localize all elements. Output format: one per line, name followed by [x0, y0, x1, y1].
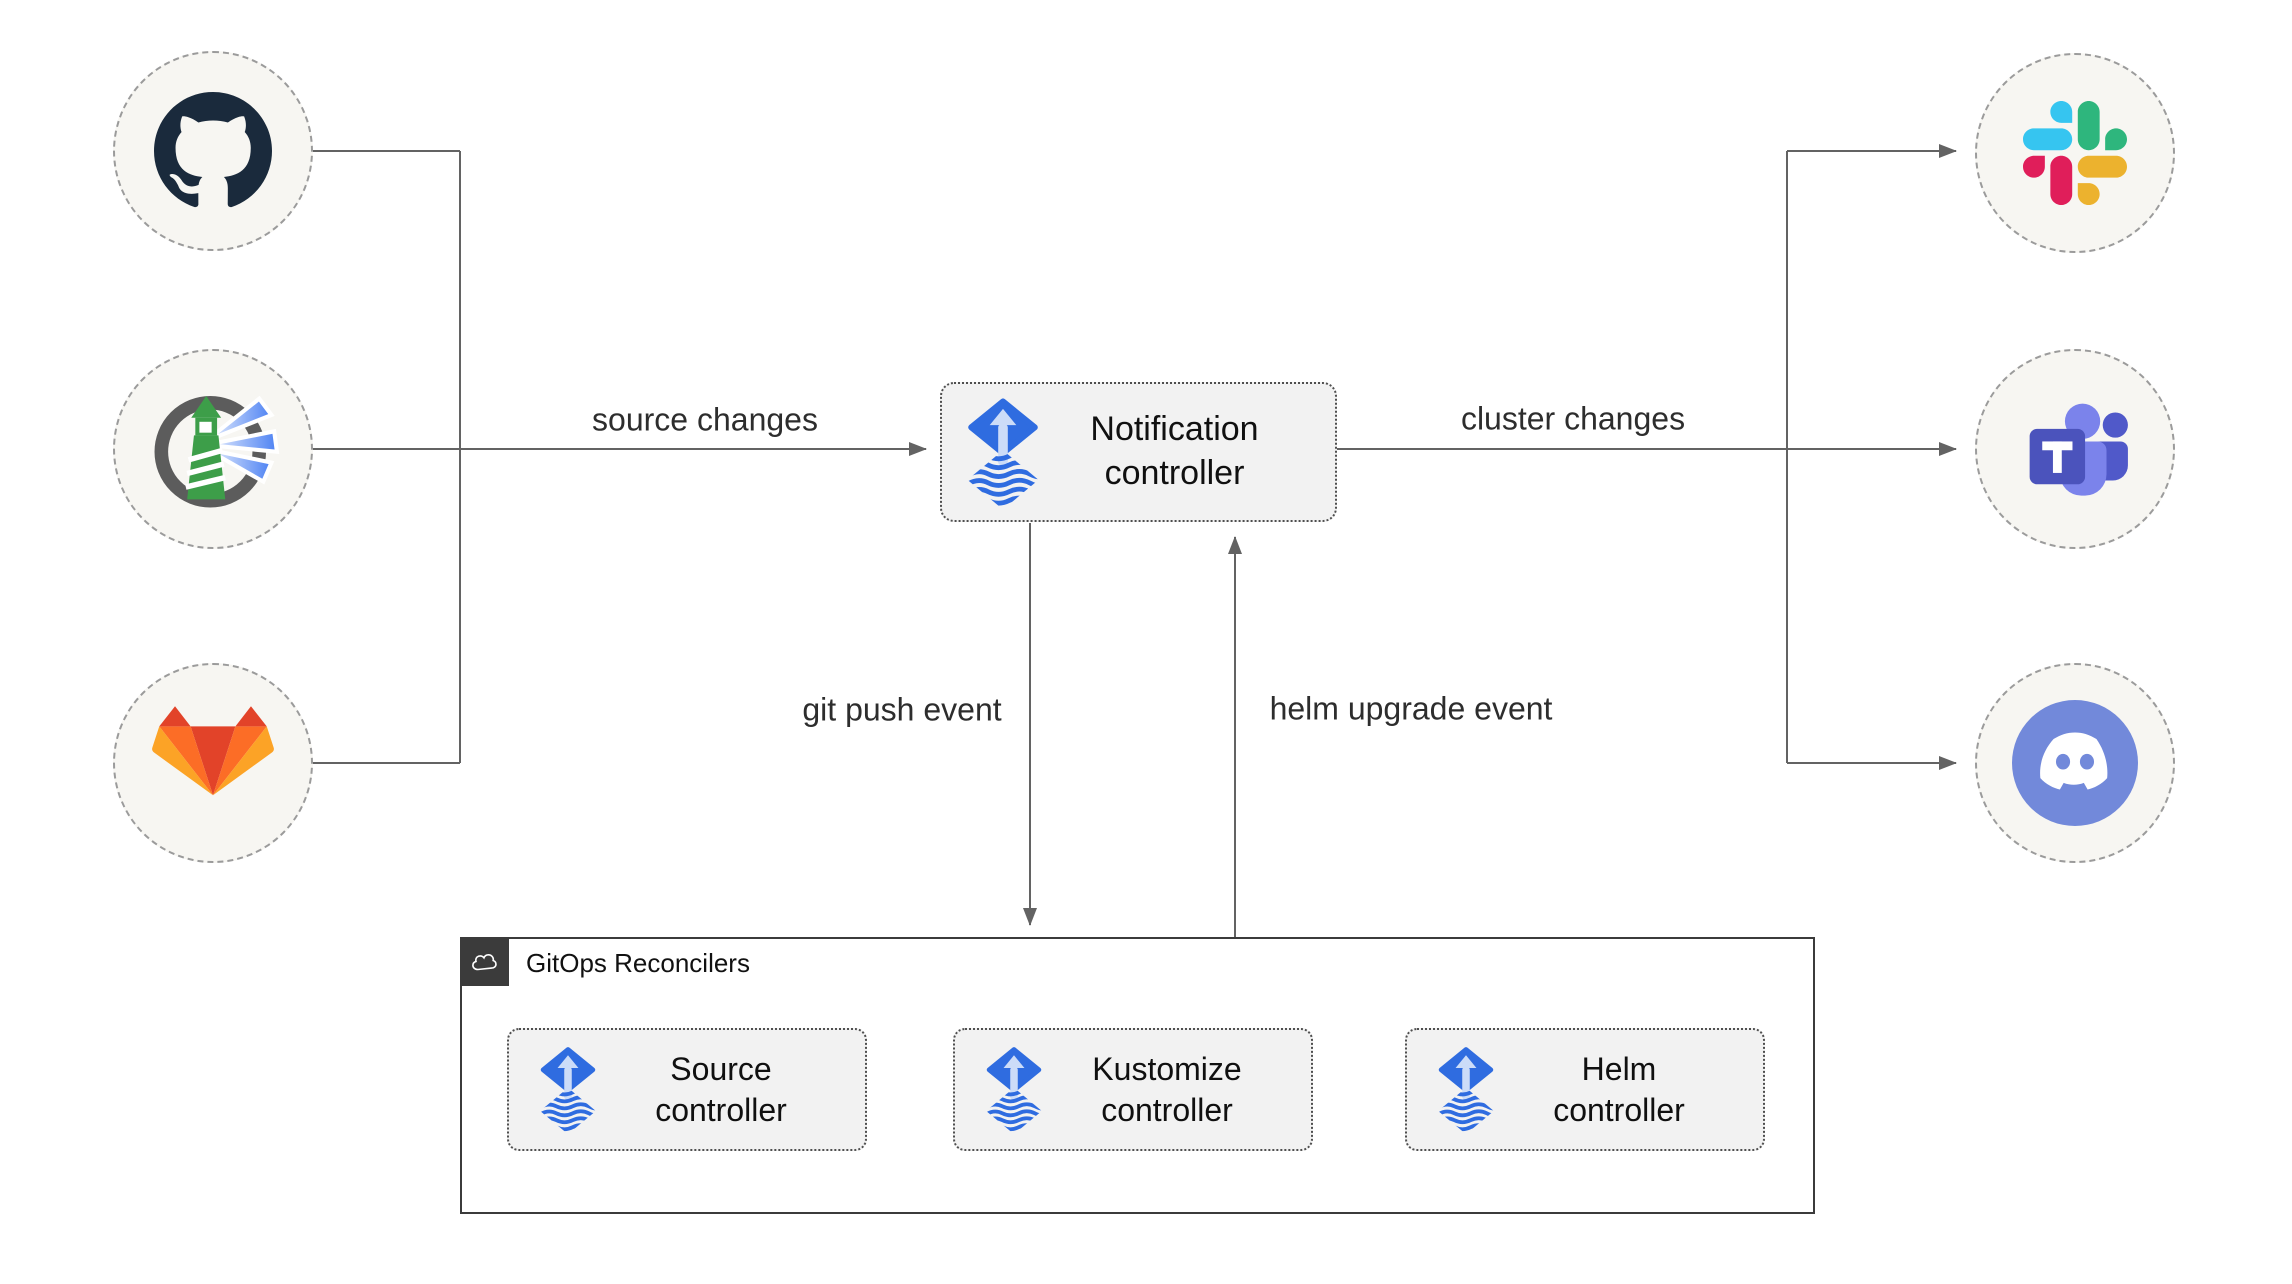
- edge-label-git-push-event: git push event: [796, 691, 1008, 729]
- node-harbor: [113, 349, 313, 549]
- source-controller-label: Source controller: [655, 1050, 787, 1128]
- discord-icon: [2012, 700, 2138, 826]
- flux-icon: [966, 397, 1040, 508]
- node-kustomize-controller: Kustomize controller: [953, 1028, 1313, 1151]
- harbor-icon: [145, 381, 281, 517]
- node-gitlab: [113, 663, 313, 863]
- flux-icon: [539, 1046, 597, 1133]
- kustomize-controller-label: Kustomize controller: [1092, 1050, 1242, 1128]
- node-helm-controller: Helm controller: [1405, 1028, 1765, 1151]
- gitlab-icon: [152, 705, 274, 821]
- group-title: GitOps Reconcilers: [526, 948, 750, 978]
- group-icon-box: [460, 937, 509, 986]
- node-discord: [1975, 663, 2175, 863]
- edge-label-helm-upgrade-event: helm upgrade event: [1263, 690, 1559, 728]
- notification-controller-label: Notification controller: [1090, 410, 1259, 492]
- node-github: [113, 51, 313, 251]
- node-slack: [1975, 53, 2175, 253]
- github-icon: [154, 92, 272, 210]
- flux-icon: [1437, 1046, 1495, 1133]
- node-notification-controller: Notification controller: [940, 382, 1337, 522]
- helm-controller-label: Helm controller: [1553, 1050, 1685, 1128]
- slack-icon: [2023, 101, 2127, 205]
- microsoft-teams-icon: [2012, 386, 2138, 512]
- flux-icon: [985, 1046, 1043, 1133]
- node-source-controller: Source controller: [507, 1028, 867, 1151]
- node-teams: [1975, 349, 2175, 549]
- edge-label-source-changes: source changes: [586, 401, 824, 439]
- edge-label-cluster-changes: cluster changes: [1454, 400, 1692, 438]
- cloud-icon: [470, 950, 500, 974]
